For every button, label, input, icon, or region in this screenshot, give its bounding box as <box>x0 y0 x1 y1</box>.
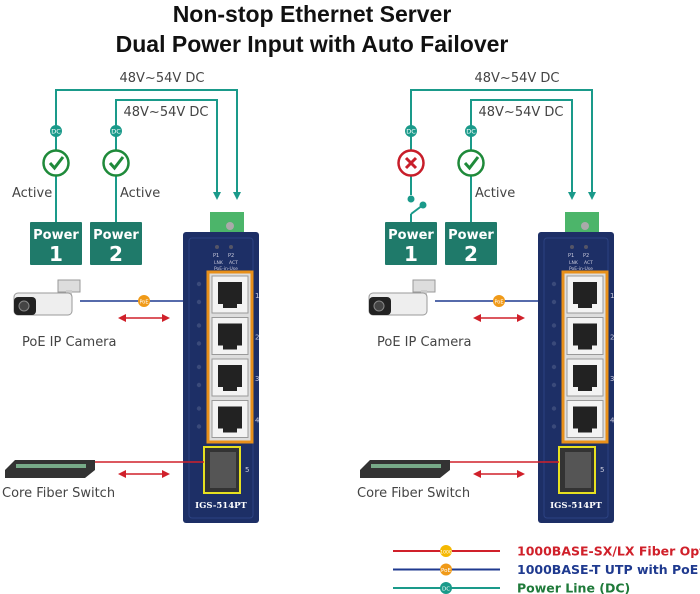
port-number: 4 <box>610 417 615 425</box>
port-number: 2 <box>255 334 259 342</box>
legend-item: DC Power Line (DC) <box>393 581 630 594</box>
camera-label: PoE IP Camera <box>22 335 117 350</box>
rj45-port-1[interactable] <box>566 275 604 314</box>
power1-number: 1 <box>404 242 418 266</box>
led-p2-label: P2 <box>228 253 234 259</box>
voltage-label-outer: 48V~54V DC <box>475 71 560 86</box>
camera-label: PoE IP Camera <box>377 335 472 350</box>
port-number: 4 <box>255 417 260 425</box>
voltage-label-outer: 48V~54V DC <box>120 71 205 86</box>
power1-number: 1 <box>49 242 63 266</box>
dc-badge: DC <box>50 125 62 137</box>
check-icon <box>42 149 70 177</box>
power2-label: Power <box>93 228 139 243</box>
rj45-port-4[interactable] <box>566 400 604 438</box>
rj45-port-3[interactable] <box>211 358 249 397</box>
led-p1-label: P1 <box>568 253 574 259</box>
led-poe-label: PoE-in-Use <box>214 266 238 272</box>
poe-badge: PoE <box>493 295 505 307</box>
device-model-label: IGS-514PT <box>550 501 602 511</box>
legend-item: PoE 1000BASE-T UTP with PoE <box>393 562 698 577</box>
open-switch-contact <box>407 195 415 203</box>
dc-badge-text: DC <box>406 128 416 136</box>
voltage-label-inner: 48V~54V DC <box>479 105 564 120</box>
x-icon <box>397 149 425 177</box>
poe-badge: PoE <box>138 295 150 307</box>
legend-label: Power Line (DC) <box>517 581 630 594</box>
power2-status: Active <box>120 186 160 201</box>
port-number: 3 <box>610 375 614 383</box>
fiber-badge: 1000 <box>440 545 452 557</box>
power-terminal-block <box>565 212 599 232</box>
sfp-port-5[interactable] <box>558 446 596 494</box>
ip-camera-icon <box>368 279 436 316</box>
led-p2-label: P2 <box>583 253 589 259</box>
power2-status: Active <box>475 186 515 201</box>
title-line1: Non-stop Ethernet Server <box>173 1 452 27</box>
port-number: 1 <box>255 292 259 300</box>
legend-label: 1000BASE-SX/LX Fiber Optic <box>517 544 700 559</box>
rj45-port-3[interactable] <box>566 358 604 397</box>
fiber-badge-text: 1000 <box>440 550 452 556</box>
legend-label: 1000BASE-T UTP with PoE <box>517 562 698 577</box>
poe-badge-text: PoE <box>139 300 148 306</box>
dc-badge: DC <box>110 125 122 137</box>
poe-badge: PoE <box>440 563 452 576</box>
led-act-label: ACT <box>584 260 593 266</box>
dc-badge-text: DC <box>111 128 121 136</box>
led-act-label: ACT <box>229 260 238 266</box>
check-icon <box>457 149 485 177</box>
dc-badge: DC <box>405 125 417 137</box>
power1-label: Power <box>388 228 434 243</box>
rj45-port-2[interactable] <box>211 317 249 355</box>
rj45-port-1[interactable] <box>211 275 249 314</box>
sfp-port-5[interactable] <box>203 446 241 494</box>
core-switch-label: Core Fiber Switch <box>357 486 470 501</box>
power-terminal-block <box>210 212 244 232</box>
power2-number: 2 <box>464 242 478 266</box>
led-p1-label: P1 <box>213 253 219 259</box>
port-number: 1 <box>610 292 614 300</box>
device-model-label: IGS-514PT <box>195 501 247 511</box>
port-number: 2 <box>610 334 614 342</box>
core-switch-label: Core Fiber Switch <box>2 486 115 501</box>
dc-badge-text: DC <box>466 128 476 136</box>
poe-badge-text: PoE <box>441 568 451 574</box>
voltage-label-inner: 48V~54V DC <box>124 105 209 120</box>
led-lnk-label: LNK <box>214 260 224 266</box>
port-number: 3 <box>255 375 259 383</box>
legend-item: 1000 1000BASE-SX/LX Fiber Optic <box>393 544 700 559</box>
dc-badge: DC <box>440 582 452 594</box>
port-number: 5 <box>600 466 604 474</box>
power2-number: 2 <box>109 242 123 266</box>
power2-label: Power <box>448 228 494 243</box>
title-line2: Dual Power Input with Auto Failover <box>116 31 509 57</box>
led-lnk-label: LNK <box>569 260 579 266</box>
core-fiber-switch-icon <box>360 460 450 478</box>
led-poe-label: PoE-in-Use <box>569 266 593 272</box>
dc-badge-text: DC <box>442 587 450 593</box>
core-fiber-switch-icon <box>5 460 95 478</box>
rj45-port-2[interactable] <box>566 317 604 355</box>
power1-status: Active <box>12 186 52 201</box>
ip-camera-icon <box>13 279 81 316</box>
rj45-port-4[interactable] <box>211 400 249 438</box>
power1-label: Power <box>33 228 79 243</box>
dc-badge-text: DC <box>51 128 61 136</box>
poe-badge-text: PoE <box>494 300 503 306</box>
check-icon <box>102 149 130 177</box>
dc-badge: DC <box>465 125 477 137</box>
port-number: 5 <box>245 466 249 474</box>
